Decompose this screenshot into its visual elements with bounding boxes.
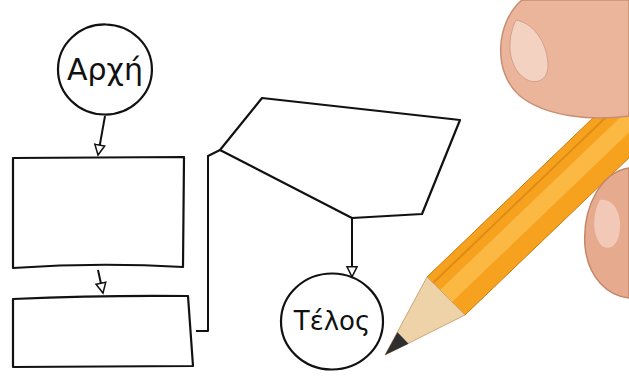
flow-connector	[98, 116, 105, 155]
process-box	[10, 155, 186, 270]
node-outline	[215, 95, 465, 220]
flow-connector	[351, 218, 353, 277]
terminal-circle: Τέλος	[279, 271, 385, 371]
node-outline	[10, 293, 196, 369]
terminal-circle: Αρχή	[56, 22, 154, 116]
node-label: Αρχή	[67, 53, 143, 86]
flow-connector	[196, 150, 220, 331]
process-box	[10, 293, 196, 369]
decision-shape	[215, 95, 465, 220]
node-outline	[10, 155, 186, 270]
flow-connector	[98, 270, 103, 293]
node-label: Τέλος	[294, 307, 371, 336]
